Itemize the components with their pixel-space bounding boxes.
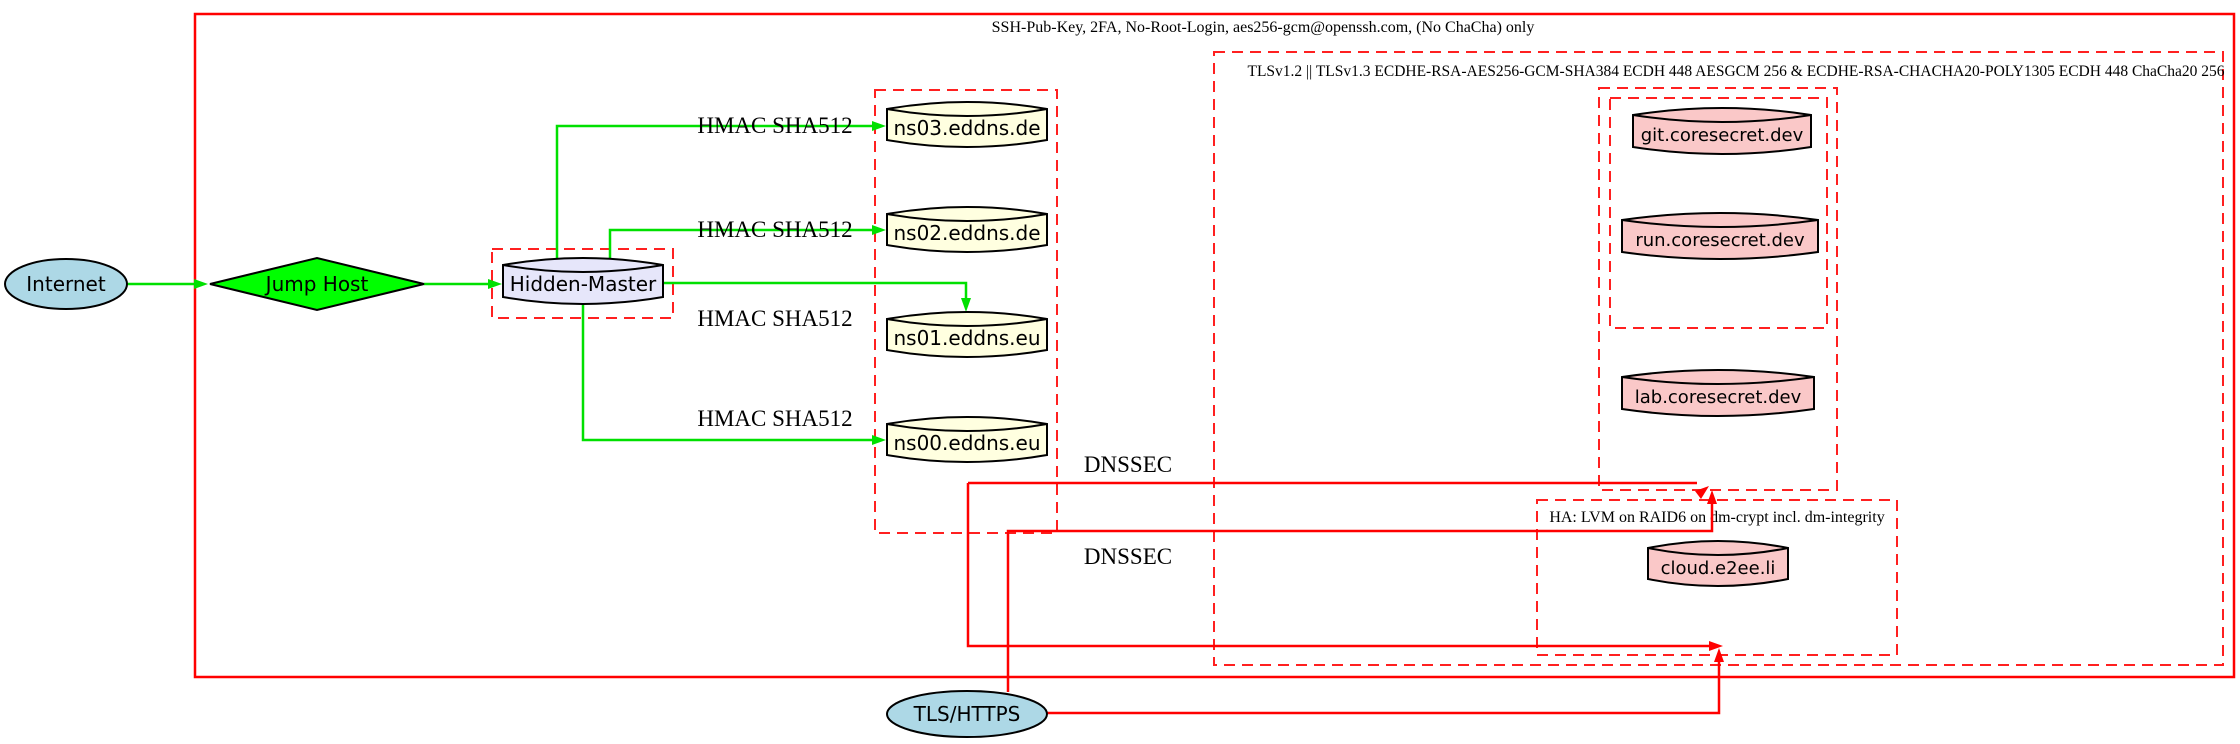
jump-host-node <box>209 256 425 312</box>
ns03-seam <box>886 108 1048 117</box>
arrowhead-jumphost-hiddenmaster <box>488 279 502 289</box>
tls-https-node <box>886 690 1048 738</box>
cloud-seam <box>1647 547 1789 556</box>
arrowhead-ns03 <box>872 121 886 131</box>
run-label: run.coresecret.dev <box>1635 230 1805 251</box>
ns02-seam <box>886 213 1048 222</box>
ns02-label: ns02.eddns.de <box>893 221 1040 245</box>
internet-node <box>4 258 128 310</box>
ns00-seam <box>886 423 1048 432</box>
edge-hiddenmaster-ns01 <box>663 281 968 302</box>
ns01-label: ns01.eddns.eu <box>893 326 1040 350</box>
edge-label-hmac-4: HMAC SHA512 <box>697 406 852 431</box>
edge-hiddenmaster-ns02 <box>608 228 876 260</box>
internet-label: Internet <box>26 272 106 296</box>
arrowhead-ns00 <box>872 435 886 445</box>
coresecret-inner-cluster-box <box>1609 97 1828 329</box>
arrowhead-tlshttps-coresecret <box>1707 490 1717 504</box>
arrowhead-internet-jumphost <box>194 279 208 289</box>
edge-tlshttps-ha <box>1047 659 1721 715</box>
tls-https-label: TLS/HTTPS <box>913 702 1021 726</box>
arrowhead-ns02 <box>872 225 886 235</box>
hidden-master-cluster-box <box>491 248 674 319</box>
arrowhead-ns-coresecret <box>1695 486 1709 499</box>
coresecret-outer-cluster-box <box>1598 87 1838 491</box>
tls-cluster-label: TLSv1.2 || TLSv1.3 ECDHE-RSA-AES256-GCM-… <box>1247 63 2224 80</box>
edge-label-dnssec-2: DNSSEC <box>1084 544 1172 569</box>
ns01-seam <box>886 318 1048 327</box>
ns03-label: ns03.eddns.de <box>893 116 1040 140</box>
jump-host-label: Jump Host <box>264 272 369 296</box>
arrowhead-ns01 <box>961 298 971 312</box>
nameserver-cluster-box <box>874 89 1058 534</box>
lab-seam <box>1621 376 1815 385</box>
hidden-master-seam <box>502 264 664 273</box>
lab-label: lab.coresecret.dev <box>1635 387 1802 408</box>
edge-ns-ha <box>966 483 1709 648</box>
edge-label-hmac-1: HMAC SHA512 <box>697 113 852 138</box>
arrowhead-ns-ha <box>1709 641 1723 651</box>
arrowhead-tlshttps-ha <box>1714 648 1724 662</box>
ns00-label: ns00.eddns.eu <box>893 431 1040 455</box>
ha-cluster-label: HA: LVM on RAID6 on dm-crypt incl. dm-in… <box>1549 509 1884 526</box>
git-seam <box>1632 114 1812 123</box>
cloud-label: cloud.e2ee.li <box>1661 558 1776 579</box>
edge-label-hmac-3: HMAC SHA512 <box>697 306 852 331</box>
edge-hiddenmaster-ns00 <box>581 304 876 442</box>
ssh-cluster-label: SSH-Pub-Key, 2FA, No-Root-Login, aes256-… <box>992 19 1535 36</box>
edge-tlshttps-coresecret <box>1006 501 1714 692</box>
edge-hiddenmaster-ns03 <box>555 124 876 260</box>
edge-label-dnssec-1: DNSSEC <box>1084 452 1172 477</box>
git-label: git.coresecret.dev <box>1641 125 1804 146</box>
hidden-master-label: Hidden-Master <box>510 272 657 296</box>
run-seam <box>1621 219 1819 228</box>
ssh-cluster-box <box>193 12 2236 679</box>
edge-label-hmac-2: HMAC SHA512 <box>697 217 852 242</box>
